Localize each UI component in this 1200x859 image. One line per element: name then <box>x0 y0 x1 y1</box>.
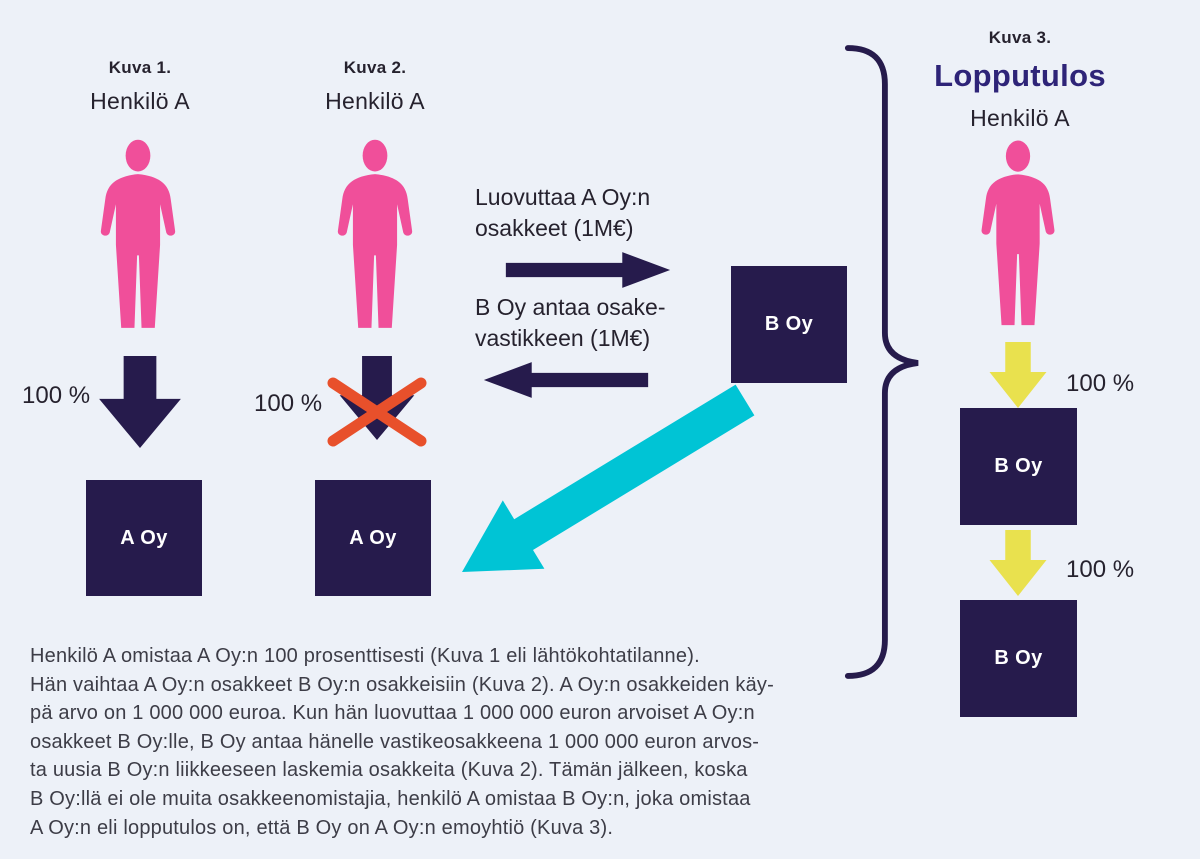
down-arrow-icon <box>339 356 415 440</box>
company-b-label: B Oy <box>994 647 1043 669</box>
left-arrow-icon <box>452 360 680 400</box>
figure1-percent-label: 100 % <box>22 382 91 409</box>
paragraph-line: A Oy:n eli lopputulos on, että B Oy on A… <box>30 816 614 839</box>
company-b-label: B Oy <box>764 313 814 335</box>
give-shares-line2: osakkeet (1M€) <box>475 215 634 241</box>
consideration-line2: vastikkeen (1M€) <box>475 325 651 351</box>
company-a-box: A Oy <box>86 480 202 596</box>
figure2-title: Henkilö A <box>325 88 425 114</box>
paragraph-line: Henkilö A omistaa A Oy:n 100 prosenttise… <box>30 645 700 667</box>
paragraph-line: osakkeet B Oy:lle, B Oy antaa hänelle va… <box>30 730 760 753</box>
person-icon <box>322 136 428 336</box>
x-mark-icon <box>326 374 428 450</box>
paragraph-line: B Oy:llä ei ole muita osakkeenomistajia,… <box>30 787 751 810</box>
paragraph-line: Hän vaihtaa A Oy:n osakkeet B Oy:n osakk… <box>30 673 774 696</box>
company-b-label: B Oy <box>994 455 1043 477</box>
company-b-box: B Oy <box>960 600 1077 717</box>
down-arrow-icon <box>98 356 182 448</box>
give-shares-line1: Luovuttaa A Oy:n <box>475 184 651 210</box>
explanation-paragraph: Henkilö A omistaa A Oy:n 100 prosenttise… <box>30 642 870 842</box>
figure1-caption: Kuva 1. <box>108 58 172 77</box>
figure3-percent-bottom-label: 100 % <box>1066 556 1135 583</box>
company-a-label: A Oy <box>349 526 397 549</box>
brace-icon <box>842 38 920 686</box>
person-icon <box>85 136 191 336</box>
figure3-percent-top-label: 100 % <box>1066 370 1135 397</box>
person-icon <box>966 136 1070 334</box>
company-b-box: B Oy <box>731 266 847 383</box>
figure1-title: Henkilö A <box>90 88 190 114</box>
figure2-percent-label: 100 % <box>254 390 323 417</box>
consideration-text: B Oy antaa osake- vastikkeen (1M€) <box>475 292 666 354</box>
result-heading: Lopputulos <box>934 58 1106 93</box>
consideration-line1: B Oy antaa osake- <box>475 294 666 320</box>
company-b-box: B Oy <box>960 408 1077 525</box>
yellow-down-arrow-icon <box>981 530 1055 596</box>
ownership-arrow-icon <box>450 380 760 600</box>
right-arrow-icon <box>475 250 701 290</box>
give-shares-text: Luovuttaa A Oy:n osakkeet (1M€) <box>475 182 650 244</box>
company-a-box: A Oy <box>315 480 431 596</box>
figure3-caption: Kuva 3. <box>988 28 1052 47</box>
company-a-label: A Oy <box>120 526 168 549</box>
paragraph-line: ta uusia B Oy:n liikkeeseen laskemia osa… <box>30 759 748 782</box>
paragraph-line: pä arvo on 1 000 000 euroa. Kun hän luov… <box>30 702 755 725</box>
figure3-title: Henkilö A <box>970 105 1070 131</box>
figure2-caption: Kuva 2. <box>343 58 407 77</box>
yellow-down-arrow-icon <box>981 342 1055 408</box>
